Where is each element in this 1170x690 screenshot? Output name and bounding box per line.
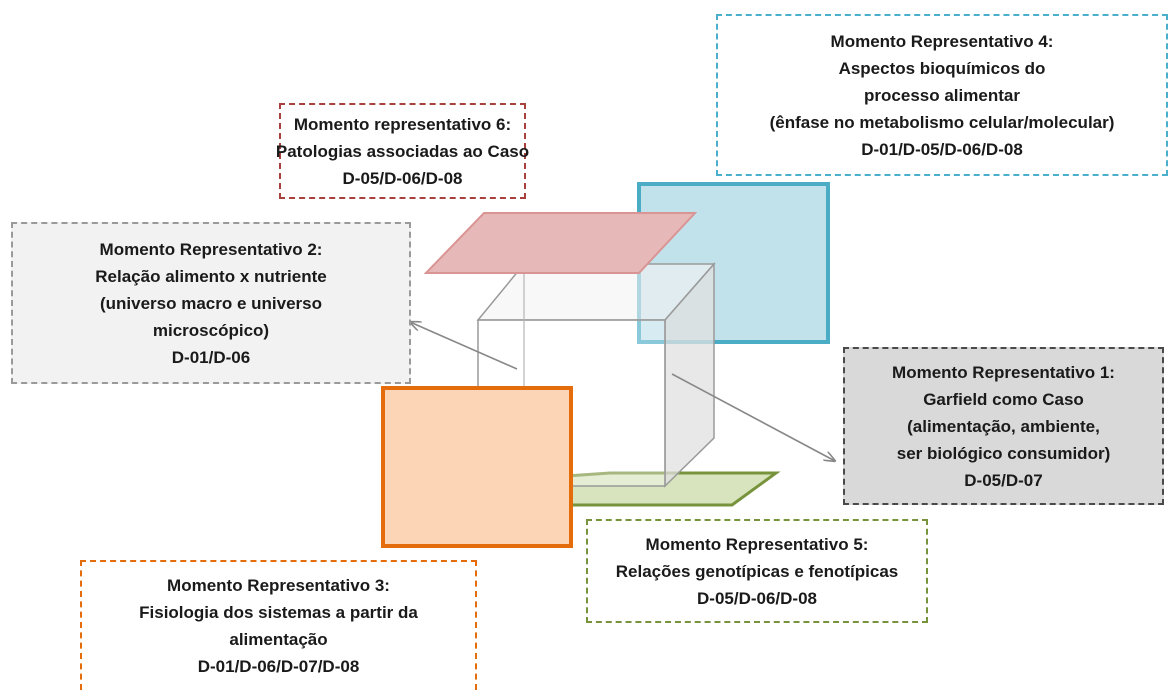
box-line: D-01/D-06/D-07/D-08 [197,657,360,676]
box-line: alimentação [229,630,328,649]
box-line: Momento Representativo 2: [99,239,323,259]
box-line: Patologias associadas ao Caso [275,141,530,161]
box-line: Momento representativo 6: [293,114,512,134]
box-line: Relação alimento x nutriente [95,266,327,286]
box-line: microscópico) [152,320,270,340]
momento-1-box: Momento Representativo 1: Garfield como … [843,347,1164,505]
box-line: Momento Representativo 1: [892,362,1115,382]
top-plane [423,212,698,274]
box-line: Momento Representativo 5: [645,534,869,554]
box-line: Momento Representativo 3: [167,576,390,595]
arrow-to-m1 [671,373,835,461]
box-line: ser biológico consumidor) [896,443,1111,463]
box-line: Garfield como Caso [923,389,1084,409]
box-line: (alimentação, ambiente, [907,416,1100,436]
box-line: Relações genotípicas e fenotípicas [615,561,899,581]
box-line: D-01/D-05/D-06/D-08 [861,139,1023,159]
box-line: D-05/D-06/D-08 [342,168,463,188]
box-line: Fisiologia dos sistemas a partir da [139,603,418,622]
box-line: D-01/D-06 [171,347,251,367]
box-line: D-05/D-07 [964,470,1043,490]
box-line: Momento Representativo 4: [830,31,1054,51]
box-line: (universo macro e universo [99,293,323,313]
box-line: (ênfase no metabolismo celular/molecular… [769,112,1115,132]
box-line: processo alimentar [864,85,1020,105]
momento-6-box: Momento representativo 6: Patologias ass… [275,103,530,199]
momento-5-box: Momento Representativo 5: Relações genot… [586,519,928,623]
box-line: D-05/D-06/D-08 [697,588,817,608]
momento-4-box: Momento Representativo 4: Aspectos bioqu… [716,14,1168,176]
front-plane [381,386,573,548]
momento-3-box: Momento Representativo 3: Fisiologia dos… [80,560,477,690]
arrow-to-m2 [410,322,518,370]
momento-2-box: Momento Representativo 2: Relação alimen… [11,222,411,384]
box-line: Aspectos bioquímicos do [838,58,1046,78]
